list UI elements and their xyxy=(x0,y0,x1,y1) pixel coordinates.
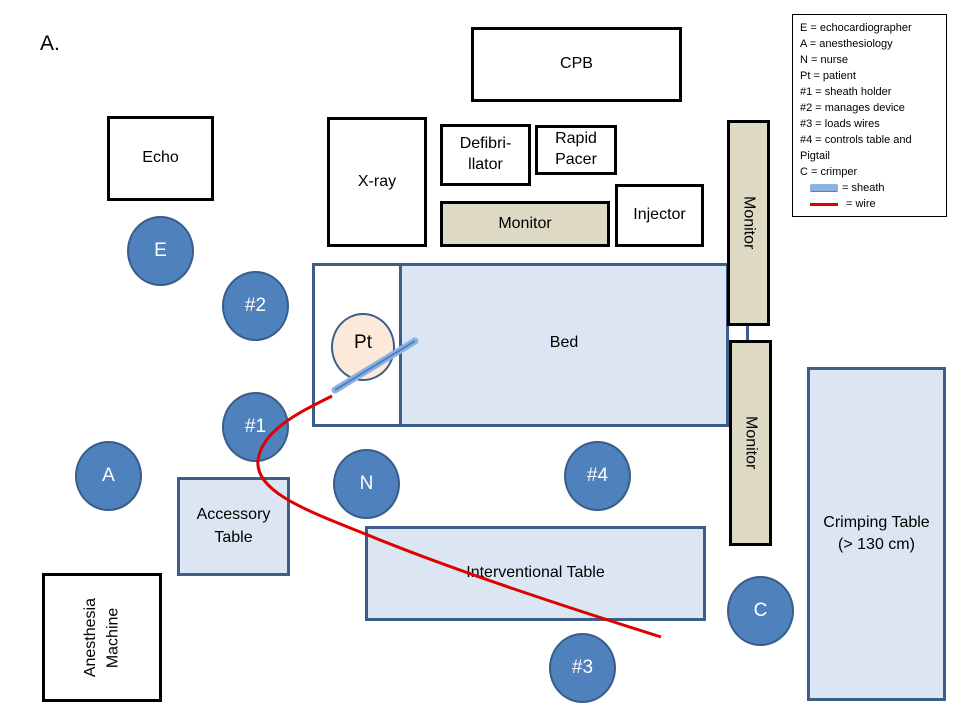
anesthesia-machine: Anesthesia Machine xyxy=(42,573,162,702)
person-sheath-holder: #1 xyxy=(222,392,289,462)
injector-label: Injector xyxy=(633,206,686,224)
person-anesthesiology: A xyxy=(75,441,142,511)
controls-table-label: #4 xyxy=(586,465,609,486)
legend-item: #3 = loads wires xyxy=(800,118,880,130)
accessory-table-label-1: Accessory xyxy=(196,506,271,524)
cpb-label: CPB xyxy=(560,55,593,73)
interventional-table: Interventional Table xyxy=(365,526,706,621)
echocardiographer-label: E xyxy=(154,240,167,261)
person-loads-wires: #3 xyxy=(549,633,616,703)
legend-item: C = crimper xyxy=(800,166,858,178)
monitor-top-label: Monitor xyxy=(498,214,552,232)
legend-wire-label: = wire xyxy=(846,198,876,210)
legend-item: E = echocardiographer xyxy=(800,22,912,34)
bed: Bed xyxy=(399,263,729,427)
monitor-right-upper-label: Monitor xyxy=(740,196,758,250)
anesthesia-machine-label-2: Machine xyxy=(104,607,121,668)
accessory-table-label-2: Table xyxy=(214,528,253,546)
legend-item: #1 = sheath holder xyxy=(800,86,892,98)
legend-sheath-label: = sheath xyxy=(842,182,885,194)
sheath-holder-label: #1 xyxy=(244,416,267,437)
defibrillator: Defibri- llator xyxy=(440,124,531,186)
legend-item: Pt = patient xyxy=(800,70,856,82)
accessory-table: Accessory Table xyxy=(177,477,290,576)
legend-sheath: = sheath xyxy=(800,180,939,196)
monitor-right-lower-label: Monitor xyxy=(742,416,760,470)
nurse-label: N xyxy=(359,473,374,494)
legend-wire: = wire xyxy=(800,196,939,212)
person-manages-device: #2 xyxy=(222,271,289,341)
injector: Injector xyxy=(615,184,704,247)
person-controls-table: #4 xyxy=(564,441,631,511)
person-crimper: C xyxy=(727,576,794,646)
crimping-table-label-2: (> 130 cm) xyxy=(838,536,915,553)
monitor-right-lower: Monitor xyxy=(729,340,772,546)
rapid-pacer-label-2: Pacer xyxy=(555,151,597,168)
bed-label: Bed xyxy=(549,333,579,351)
rapid-pacer-label-1: Rapid xyxy=(555,130,597,148)
legend-item: #2 = manages device xyxy=(800,102,905,114)
interventional-table-label: Interventional Table xyxy=(466,564,605,582)
echo-label: Echo xyxy=(142,149,179,167)
patient-label: Pt xyxy=(354,332,372,353)
monitor-right-upper: Monitor xyxy=(727,120,770,326)
defibrillator-label-1: Defibri- xyxy=(459,135,512,153)
figure-label: A. xyxy=(40,32,60,55)
echo-machine: Echo xyxy=(107,116,214,201)
anesthesia-machine-label-1: Anesthesia xyxy=(81,597,99,678)
xray-label: X-ray xyxy=(357,172,397,190)
crimper-label: C xyxy=(753,600,768,621)
cpb-machine: CPB xyxy=(471,27,682,102)
defibrillator-label-2: llator xyxy=(468,156,503,173)
crimping-table-label-1: Crimping Table xyxy=(823,513,930,531)
manages-device-label: #2 xyxy=(244,295,267,316)
legend-item: A = anesthesiology xyxy=(800,38,893,50)
rapid-pacer: Rapid Pacer xyxy=(535,125,617,175)
wire-swatch-icon xyxy=(810,202,838,206)
person-echocardiographer: E xyxy=(127,216,194,286)
sheath-swatch-icon xyxy=(810,184,838,192)
legend-item: #4 = controls table and xyxy=(800,134,912,146)
legend: E = echocardiographer A = anesthesiology… xyxy=(792,14,947,217)
loads-wires-label: #3 xyxy=(571,657,594,678)
person-nurse: N xyxy=(333,449,400,519)
legend-item: Pigtail xyxy=(800,150,830,162)
monitor-connector xyxy=(746,322,749,344)
crimping-table: Crimping Table (> 130 cm) xyxy=(807,367,946,701)
anesthesiology-label: A xyxy=(102,465,115,486)
legend-item: N = nurse xyxy=(800,54,848,66)
xray-machine: X-ray xyxy=(327,117,427,247)
monitor-top: Monitor xyxy=(440,201,610,247)
patient: Pt xyxy=(331,313,395,381)
